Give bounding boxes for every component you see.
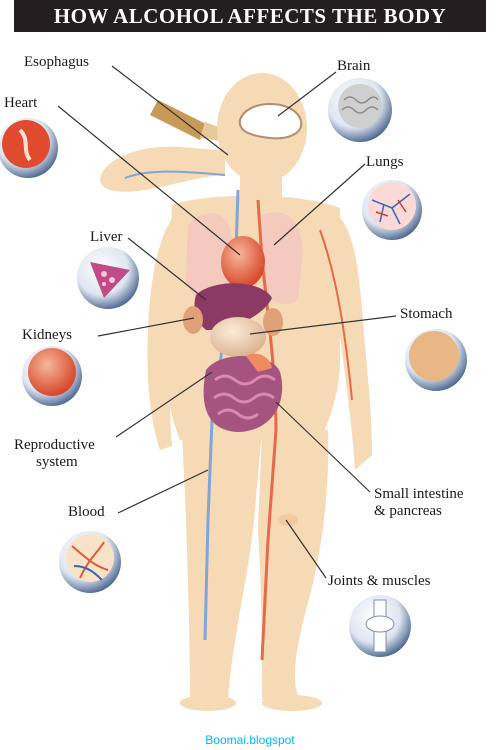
kidneys-label: Kidneys <box>22 327 72 343</box>
page-title: HOW ALCOHOL AFFECTS THE BODY <box>53 3 447 28</box>
heart-label: Heart <box>4 95 38 111</box>
inset-lungs-icon <box>362 180 422 240</box>
lungs-label: Lungs <box>366 154 404 170</box>
heart-organ <box>221 236 265 288</box>
esophagus-label: Esophagus <box>24 54 89 70</box>
inset-kidney-icon <box>22 346 82 406</box>
kidney-left <box>183 306 203 334</box>
stomach-label: Stomach <box>400 306 453 322</box>
pancreas-organ <box>246 353 272 372</box>
liver-organ <box>194 283 272 330</box>
knee-joint <box>278 514 298 526</box>
small-intestine-label-line2: & pancreas <box>374 503 442 519</box>
reproductive-label-line2: system <box>36 454 78 470</box>
reproductive-label: Reproductive <box>14 437 95 453</box>
joints-label: Joints & muscles <box>328 573 431 589</box>
inset-stomach-icon <box>405 329 467 391</box>
arm-vessel <box>124 170 226 179</box>
inset-blood-icon <box>59 531 121 593</box>
inset-brain-icon <box>328 78 392 142</box>
arm-vessel-right <box>319 229 353 401</box>
lungs-shape <box>186 213 232 304</box>
intestine-loops <box>213 374 276 420</box>
artery-line <box>256 199 278 661</box>
inset-joint-icon <box>349 595 411 657</box>
blood-label: Blood <box>68 504 105 520</box>
title-banner: HOW ALCOHOL AFFECTS THE BODY <box>14 0 486 32</box>
brain-shape <box>238 103 303 140</box>
footer-credit: Boomai.blogspot <box>205 733 295 747</box>
kidney-right <box>263 308 283 336</box>
inset-heart-icon <box>0 118 58 178</box>
liver-label: Liver <box>90 229 123 245</box>
small-intestine-label: Small intestine <box>374 486 464 502</box>
inset-liver-icon <box>77 247 139 309</box>
brain-label: Brain <box>337 58 371 74</box>
stomach-organ <box>210 317 266 357</box>
lungs-shape-right <box>262 212 303 304</box>
leader-lines <box>57 65 397 579</box>
